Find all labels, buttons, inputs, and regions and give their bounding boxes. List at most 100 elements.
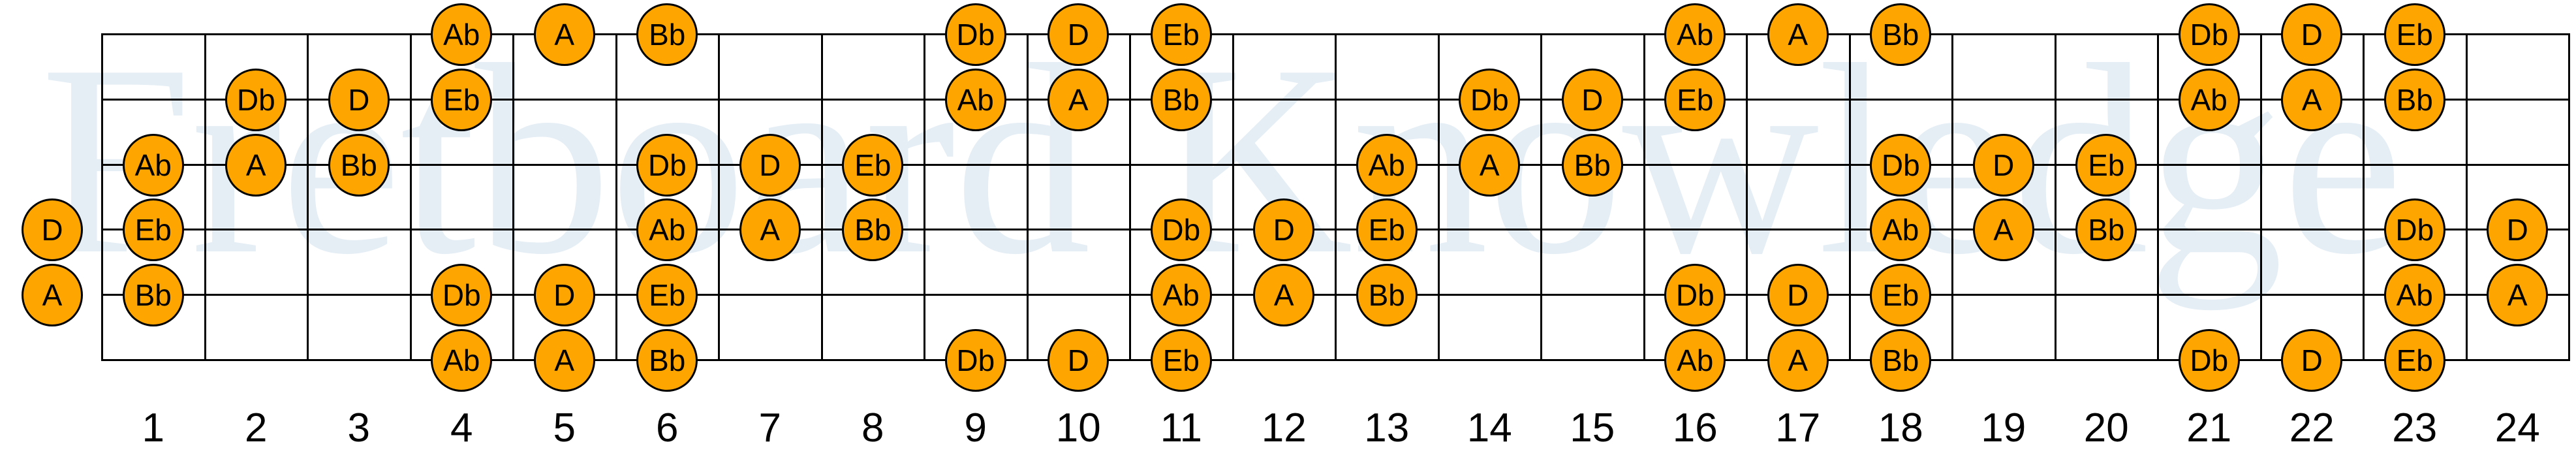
note-marker[interactable]: Ab	[2383, 264, 2445, 327]
note-marker[interactable]: Ab	[2178, 68, 2240, 131]
note-marker[interactable]: Ab	[122, 133, 184, 197]
fret-line	[1540, 33, 1542, 361]
note-marker[interactable]: D	[22, 198, 83, 262]
note-marker[interactable]: Bb	[636, 3, 698, 66]
fret-number-label: 12	[1261, 405, 1307, 451]
note-marker[interactable]: Ab	[1664, 329, 1726, 392]
note-marker[interactable]: Db	[1459, 68, 1521, 131]
note-marker[interactable]: Bb	[1561, 133, 1623, 197]
note-marker[interactable]: A	[1767, 3, 1829, 66]
fret-line	[615, 33, 617, 361]
note-marker[interactable]: D	[1047, 3, 1110, 66]
note-marker[interactable]: A	[533, 3, 595, 66]
fret-line	[307, 33, 309, 361]
note-marker[interactable]: A	[533, 329, 595, 392]
note-marker[interactable]: A	[2487, 264, 2549, 327]
note-marker[interactable]: Ab	[431, 3, 493, 66]
note-marker[interactable]: Bb	[1356, 264, 1418, 327]
note-marker[interactable]: A	[22, 264, 83, 327]
note-marker[interactable]: A	[1972, 198, 2034, 262]
note-marker[interactable]: Eb	[1356, 198, 1418, 262]
note-marker[interactable]: Bb	[1150, 68, 1212, 131]
note-marker[interactable]: A	[1047, 68, 1110, 131]
note-marker[interactable]: Eb	[2383, 329, 2445, 392]
note-marker[interactable]: D	[1561, 68, 1623, 131]
fret-number-label: 7	[758, 405, 781, 451]
fret-number-label: 10	[1055, 405, 1101, 451]
note-marker[interactable]: A	[2281, 68, 2343, 131]
note-marker[interactable]: D	[739, 133, 801, 197]
note-marker[interactable]: Db	[2383, 198, 2445, 262]
note-marker[interactable]: Bb	[2075, 198, 2137, 262]
note-marker[interactable]: Eb	[636, 264, 698, 327]
note-marker[interactable]: D	[1253, 198, 1315, 262]
fret-line	[2465, 33, 2468, 361]
fret-number-label: 4	[450, 405, 473, 451]
fret-line	[409, 33, 412, 361]
note-marker[interactable]: Db	[1150, 198, 1212, 262]
note-marker[interactable]: Bb	[636, 329, 698, 392]
note-marker[interactable]: Db	[225, 68, 287, 131]
note-marker[interactable]: Eb	[2383, 3, 2445, 66]
note-marker[interactable]: Db	[431, 264, 493, 327]
fret-line	[1848, 33, 1851, 361]
note-marker[interactable]: Eb	[1150, 3, 1212, 66]
note-marker[interactable]: D	[328, 68, 390, 131]
note-marker[interactable]: Bb	[122, 264, 184, 327]
note-marker[interactable]: D	[1972, 133, 2034, 197]
fret-line	[923, 33, 925, 361]
note-marker[interactable]: Bb	[328, 133, 390, 197]
note-marker[interactable]: A	[225, 133, 287, 197]
note-marker[interactable]: Eb	[2075, 133, 2137, 197]
note-marker[interactable]: Eb	[431, 68, 493, 131]
note-marker[interactable]: D	[2487, 198, 2549, 262]
note-marker[interactable]: Ab	[1664, 3, 1726, 66]
note-marker[interactable]: Eb	[1870, 264, 1932, 327]
fret-number-label: 1	[142, 405, 164, 451]
note-marker[interactable]: Db	[1664, 264, 1726, 327]
note-marker[interactable]: D	[2281, 3, 2343, 66]
fret-line	[1232, 33, 1234, 361]
fret-number-label: 9	[964, 405, 987, 451]
note-marker[interactable]: A	[1767, 329, 1829, 392]
note-marker[interactable]: Bb	[1870, 3, 1932, 66]
note-marker[interactable]: D	[2281, 329, 2343, 392]
fret-line	[2568, 33, 2570, 361]
note-marker[interactable]: Eb	[1150, 329, 1212, 392]
note-marker[interactable]: Db	[944, 329, 1006, 392]
note-marker[interactable]: Bb	[842, 198, 904, 262]
fret-number-label: 23	[2392, 405, 2438, 451]
note-marker[interactable]: Bb	[2383, 68, 2445, 131]
fret-number-label: 3	[347, 405, 370, 451]
note-marker[interactable]: Ab	[1356, 133, 1418, 197]
note-marker[interactable]: D	[1047, 329, 1110, 392]
note-marker[interactable]: A	[1459, 133, 1521, 197]
note-marker[interactable]: Db	[636, 133, 698, 197]
note-marker[interactable]: A	[1253, 264, 1315, 327]
fret-number-label: 15	[1570, 405, 1615, 451]
note-marker[interactable]: Eb	[842, 133, 904, 197]
note-marker[interactable]: Db	[2178, 3, 2240, 66]
fret-number-label: 5	[553, 405, 576, 451]
note-marker[interactable]: A	[739, 198, 801, 262]
note-marker[interactable]: D	[1767, 264, 1829, 327]
note-marker[interactable]: Db	[944, 3, 1006, 66]
note-marker[interactable]: Eb	[1664, 68, 1726, 131]
note-marker[interactable]: Ab	[944, 68, 1006, 131]
note-marker[interactable]: Db	[2178, 329, 2240, 392]
fret-line	[820, 33, 823, 361]
note-marker[interactable]: Ab	[636, 198, 698, 262]
note-marker[interactable]: D	[533, 264, 595, 327]
note-marker[interactable]: Ab	[1150, 264, 1212, 327]
fret-number-label: 22	[2289, 405, 2335, 451]
note-marker[interactable]: Ab	[1870, 198, 1932, 262]
fret-line	[1026, 33, 1029, 361]
fret-line	[1951, 33, 1953, 361]
note-marker[interactable]: Bb	[1870, 329, 1932, 392]
note-marker[interactable]: Eb	[122, 198, 184, 262]
note-marker[interactable]: Db	[1870, 133, 1932, 197]
fret-number-label: 20	[2083, 405, 2129, 451]
note-marker[interactable]: Ab	[431, 329, 493, 392]
fret-number-label: 6	[656, 405, 679, 451]
